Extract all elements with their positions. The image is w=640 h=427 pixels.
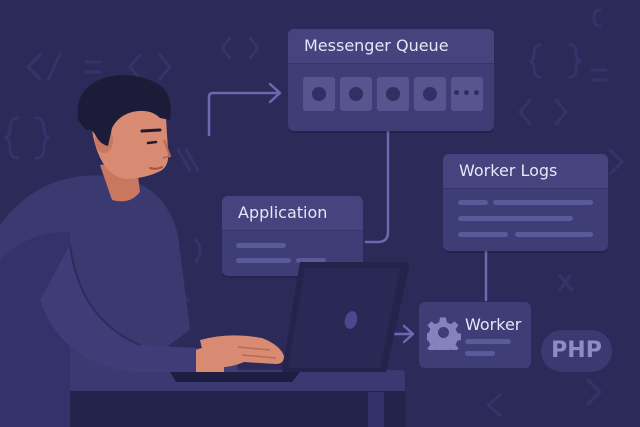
worker-line [465, 339, 511, 344]
connector-lines [207, 82, 488, 344]
application-title: Application [222, 196, 363, 231]
laptop-logo-icon [344, 311, 358, 329]
worker-card: Worker [419, 302, 531, 368]
message-dot-icon [423, 87, 437, 101]
message-dot-icon [386, 87, 400, 101]
log-line [458, 200, 488, 205]
app-line [236, 258, 291, 263]
queue-slot [377, 77, 409, 111]
desk-front [60, 391, 405, 427]
gear-icon [427, 317, 461, 350]
hair [77, 75, 171, 146]
queue-slot [340, 77, 372, 111]
worker-label: Worker [465, 315, 522, 334]
queue-slot-more: ••• [451, 77, 483, 111]
queue-slot [414, 77, 446, 111]
app-line [296, 258, 326, 263]
log-line [493, 200, 593, 205]
message-dot-icon [349, 87, 363, 101]
message-dot-icon [312, 87, 326, 101]
queue-to-app-line [364, 129, 390, 244]
log-line [515, 232, 593, 237]
app-line [236, 243, 286, 248]
arm [40, 245, 238, 372]
ellipsis-icon: ••• [452, 86, 482, 102]
worker-line [465, 351, 495, 356]
php-badge: PHP [541, 330, 612, 372]
log-line [458, 232, 508, 237]
laptop-base [170, 372, 300, 382]
arrow-to-queue [207, 91, 280, 137]
log-line [458, 216, 573, 221]
messenger-queue-title: Messenger Queue [288, 29, 494, 64]
queue-slot [303, 77, 335, 111]
desk-leg [368, 392, 384, 427]
messenger-queue-card: Messenger Queue ••• [288, 29, 494, 131]
queue-slots: ••• [303, 77, 483, 111]
worker-logs-card: Worker Logs [443, 154, 608, 251]
worker-logs-title: Worker Logs [443, 154, 608, 189]
